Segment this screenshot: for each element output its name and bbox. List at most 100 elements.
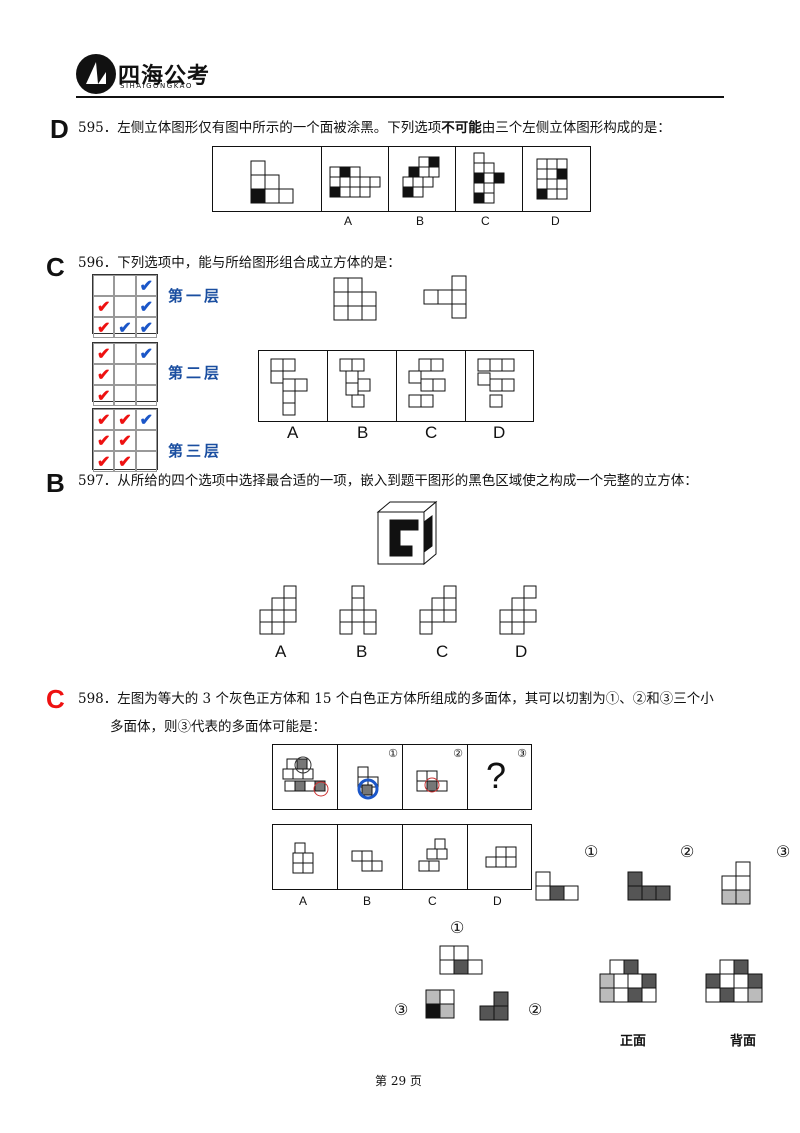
layer2-grid: ✔✔✔✔ [92,342,158,406]
grid-cell: ✔ [135,409,157,430]
grid-cell: ✔ [135,296,157,317]
q597-label-b: B [356,642,368,661]
q595-text-pre: 595．左侧立体图形仅有图中所示的一个面被涂黑。下列选项 [78,120,442,136]
q598-panel-2-mark: ② [453,747,463,760]
back-view-label: 背面 [730,1034,757,1049]
grid-cell [93,275,115,296]
grid-cell [114,385,136,406]
q597-stem-cube [376,500,438,566]
grid-cell [114,364,136,385]
q596-option-b-figure [328,351,397,421]
layer3-grid: ✔✔✔✔✔✔✔ [92,408,158,472]
front-view-label: 正面 [620,1034,647,1049]
grid-cell [135,430,157,451]
q598-label-c: C [428,894,437,908]
q595-text-post: 由三个左侧立体图形构成的是： [481,120,671,136]
q595-label-b: B [416,214,425,228]
q596-options-row [258,350,534,422]
q595-option-b-figure [389,147,456,211]
grid-cell [114,296,136,317]
q596-option-a-figure [259,351,328,421]
q595-label-d: D [551,214,560,228]
q595-figure-row [212,146,591,212]
q597-label-a: A [275,642,287,661]
logo-text: 四海公考 [118,64,211,89]
layer1-label: 第一层 [168,287,223,305]
q597-options-figures [259,585,537,635]
q598-options-row [272,824,532,890]
grid-cell: ✔ [135,317,157,338]
q598-panel-1: ① [338,745,403,809]
assembly-views [599,959,763,1003]
assembly-mark-1: ① [450,918,465,937]
q597-label-d: D [515,642,528,661]
grid-cell: ✔ [93,451,115,472]
grid-cell: ✔ [114,409,136,430]
q596-option-c-figure [397,351,466,421]
aside-mark-1: ① [584,842,599,861]
grid-cell: ✔ [114,451,136,472]
q598-stem-row: ① ② ③ ? [272,744,532,810]
q596-label-d: D [493,423,506,442]
q598-panel-2: ② [403,745,468,809]
q598-panel-3: ③ ? [468,745,531,809]
question-mark: ? [486,755,507,796]
q596-label-c: C [425,423,438,442]
logo-subtitle: SIHAIGONGKAO [120,82,193,90]
q596-label-a: A [287,423,299,442]
q595-label-c: C [481,214,490,228]
q596-given-pieces [333,275,467,321]
q596-label-b: B [357,423,369,442]
aside-mark-2: ② [680,842,695,861]
q598-label-d: D [493,894,502,908]
question-596-text: 596．下列选项中，能与所给图形组合成立方体的是： [78,255,401,271]
grid-cell [135,385,157,406]
q598-panel-1-mark: ① [388,747,398,760]
question-598-line1: 598．左图为等大的 3 个灰色正方体和 15 个白色正方体所组成的多面体，其可… [78,691,714,707]
grid-cell: ✔ [93,364,115,385]
grid-cell [135,451,157,472]
aside-mark-3: ③ [776,842,791,861]
q597-label-c: C [436,642,449,661]
grid-cell: ✔ [93,296,115,317]
q598-stem-figure [273,745,338,809]
grid-cell: ✔ [135,343,157,364]
q595-stem-figure [213,147,322,211]
q596-option-d-figure [466,351,534,421]
answer-598: C [46,684,65,714]
q598-option-d-figure [468,825,534,889]
q598-option-c-figure [403,825,468,889]
assembly-mark-2: ② [528,1000,543,1019]
layer3-label: 第三层 [168,442,223,460]
question-598-line2: 多面体，则③代表的多面体可能是： [110,719,326,735]
header-divider [76,96,724,98]
grid-cell [135,364,157,385]
aside-pieces [535,861,751,905]
q595-text-bold: 不可能 [441,120,482,136]
grid-cell: ✔ [114,430,136,451]
q595-option-d-figure [523,147,594,211]
q598-option-b-figure [338,825,403,889]
assembly-mark-3: ③ [394,1000,409,1019]
grid-cell: ✔ [93,385,115,406]
layer2-label: 第二层 [168,364,223,382]
q598-panel-3-mark: ③ [517,747,527,760]
answer-597: B [46,468,65,498]
grid-cell [114,275,136,296]
grid-cell: ✔ [93,317,115,338]
grid-cell: ✔ [114,317,136,338]
question-597-text: 597．从所给的四个选项中选择最合适的一项，嵌入到题干图形的黑色区域使之构成一个… [78,473,698,489]
q598-option-a-figure [273,825,338,889]
answer-595: D [50,114,69,144]
q595-option-c-figure [456,147,523,211]
grid-cell: ✔ [135,275,157,296]
page-number: 第 29 页 [375,1074,422,1088]
answer-596: C [46,252,65,282]
q595-option-a-figure [322,147,389,211]
logo-icon [76,54,116,94]
q595-label-a: A [344,214,353,228]
grid-cell: ✔ [93,430,115,451]
q598-label-b: B [363,894,372,908]
assembly-exploded [425,945,509,1021]
grid-cell: ✔ [93,343,115,364]
